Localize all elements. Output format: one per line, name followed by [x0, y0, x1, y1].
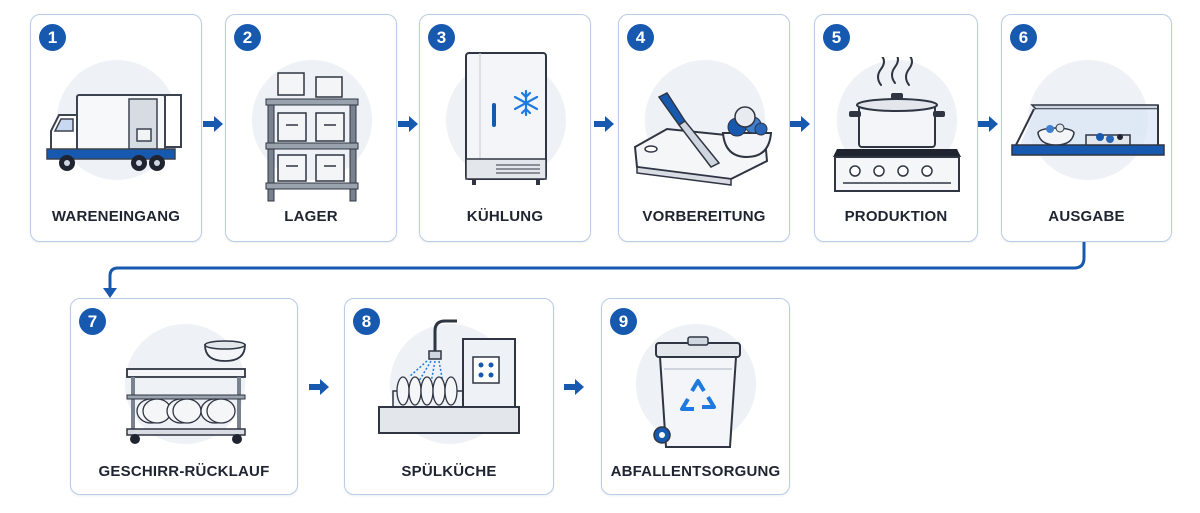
step-number-badge: 3 — [428, 24, 455, 51]
step-label: ABFALLENTSORGUNG — [610, 463, 781, 480]
storage-shelf-icon — [265, 72, 359, 202]
step-card-5: 5 PRODUKTION — [814, 14, 978, 242]
connector-arrow-icon — [103, 242, 1086, 298]
step-label: LAGER — [284, 208, 338, 225]
step-label: SPÜLKÜCHE — [401, 463, 497, 480]
arrow-right-icon — [978, 116, 998, 132]
step-card-1: 1 WARENEINGANG — [30, 14, 202, 242]
step-number-badge: 2 — [234, 24, 261, 51]
cooking-pot-icon — [833, 57, 961, 192]
step-number-badge: 7 — [79, 308, 106, 335]
cutting-board-icon — [633, 92, 773, 186]
step-card-8: 8 SPÜLKÜCHE — [344, 298, 554, 495]
step-card-6: 6 AUSGABE — [1001, 14, 1172, 242]
step-label: KÜHLUNG — [466, 208, 544, 225]
step-number-badge: 6 — [1010, 24, 1037, 51]
arrow-right-icon — [564, 379, 584, 395]
arrow-right-icon — [594, 116, 614, 132]
step-label: PRODUKTION — [844, 208, 948, 225]
refrigerator-icon — [465, 52, 547, 185]
step-card-9: 9 ABFALLENTSORGUNG — [601, 298, 790, 495]
step-number-badge: 9 — [610, 308, 637, 335]
dishwasher-icon — [378, 319, 520, 434]
step-card-7: 7 GESCHIRR-RÜCKLAUF — [70, 298, 298, 495]
step-number-badge: 5 — [823, 24, 850, 51]
recycling-bin-icon — [653, 336, 741, 448]
step-number-badge: 4 — [627, 24, 654, 51]
delivery-truck-icon — [46, 94, 182, 171]
step-label: WARENEINGANG — [51, 208, 181, 225]
arrow-right-icon — [790, 116, 810, 132]
arrow-right-icon — [203, 116, 223, 132]
arrow-right-icon — [398, 116, 418, 132]
step-label: GESCHIRR-RÜCKLAUF — [98, 463, 270, 480]
serving-counter-icon — [1011, 104, 1165, 156]
step-card-2: 2 LAGER — [225, 14, 397, 242]
dish-cart-icon — [126, 340, 246, 444]
step-number-badge: 1 — [39, 24, 66, 51]
step-card-3: 3 KÜHLUNG — [419, 14, 591, 242]
step-number-badge: 8 — [353, 308, 380, 335]
step-label: VORBEREITUNG — [642, 208, 766, 225]
step-label: AUSGABE — [1048, 208, 1125, 225]
step-card-4: 4 VORBEREITUNG — [618, 14, 790, 242]
arrow-right-icon — [309, 379, 329, 395]
